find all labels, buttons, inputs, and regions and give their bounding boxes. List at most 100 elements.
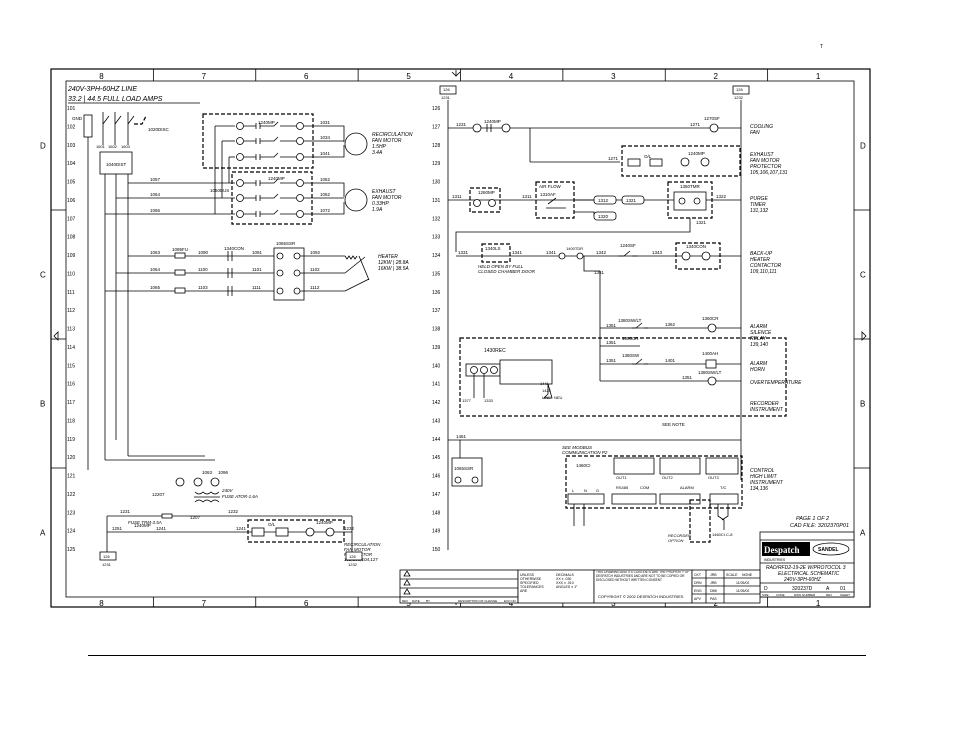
proprietary-notice: THIS DRAWING AND ITS CONTENTS ARE THE PR… <box>596 571 690 582</box>
right-rung-numbers: 1261271281291301311321331341351361371381… <box>432 106 441 553</box>
line-in-2: 1602 <box>108 144 118 149</box>
rung-number: 140 <box>432 363 441 369</box>
frame-col-label-bottom: 5 <box>406 599 411 608</box>
tb-sheet: 01 <box>840 586 846 592</box>
hlimit-g: G <box>596 488 599 493</box>
exhaust-wire-2: 1062 <box>320 192 331 197</box>
hlimit-label-3: INSTRUMENT <box>750 480 784 486</box>
rung-number: 108 <box>67 235 76 241</box>
hlimit-n: N <box>584 488 587 493</box>
purge-label-1: PURGE <box>750 196 768 202</box>
partner-logo <box>812 542 850 556</box>
recorder-wire-2: 1333 <box>484 398 494 403</box>
logo-brand: Despatch <box>764 545 800 555</box>
alarm-relay: 1360CR <box>702 316 719 321</box>
backup-label-3: CONTACTOR <box>750 263 782 269</box>
recorder-ref: 1430REC <box>484 348 506 354</box>
overtemp-lamp-icon <box>707 376 717 386</box>
alarm-contact2: 1380SW <box>622 353 640 358</box>
frame-col-label-bottom: 6 <box>304 599 309 608</box>
horn-label-2: HORN <box>750 367 765 373</box>
heater-circuit: 1063 1064 1065 1095FU 1090 1100 1103 134… <box>105 241 409 301</box>
hlimit-term-1: OUT1 <box>616 475 627 480</box>
recorder-line: LINE <box>542 395 551 400</box>
purge-wire-5: 1322 <box>716 194 727 199</box>
backup-contact: 1240SF <box>620 243 636 248</box>
notes-h4: TOLERANCES <box>520 585 544 589</box>
hlimit-com: COM <box>640 485 649 490</box>
purge-wire-3: 1320 <box>598 214 609 219</box>
center-arrow-top-icon <box>451 70 461 77</box>
hlimit-l: L <box>572 488 575 493</box>
recorder-label-2: INSTRUMENT <box>750 407 784 413</box>
door-note-2: CLOSED CHAMBER DOOR <box>478 269 536 274</box>
heater-load-1: 1092 <box>310 250 321 255</box>
alarm-wire-1b: 1351 <box>606 340 617 345</box>
recirc-wire-1: 1031 <box>320 120 331 125</box>
rung-number: 107 <box>67 216 76 222</box>
frame-col-label-top: 1 <box>816 72 821 81</box>
rung-number: 147 <box>432 492 441 498</box>
info-l4: APV <box>694 597 702 601</box>
alarm-horn-icon <box>705 359 717 369</box>
rung-number: 103 <box>67 143 76 149</box>
gnd-label: GND <box>72 116 83 121</box>
frame-row-label-right: C <box>860 271 866 280</box>
title-block: PAGE 1 OF 2 CAD FILE: 3202370P01 Despatc… <box>399 516 855 604</box>
xfmr-wire-2: 1096 <box>218 470 229 475</box>
page-of-label: PAGE 1 OF 2 <box>796 516 829 522</box>
heater-fuse-icon <box>174 252 186 259</box>
comm-label-2: COMMUNICATION P2 <box>562 450 608 455</box>
exhaust-prot-label-1: EXHAUST <box>750 152 775 158</box>
backup-wire-2b: 1341 <box>546 250 557 255</box>
door-note-1: HELD OPEN BY FULL <box>478 264 524 269</box>
feeder-wire-2: 1064 <box>150 192 161 197</box>
alarm-wire-3: 1401 <box>665 358 676 363</box>
rung-number: 113 <box>67 327 75 333</box>
info-v3: DBK <box>710 589 718 593</box>
frame-col-label-top: 6 <box>304 72 309 81</box>
purge-wire-4b: 1321 <box>696 220 707 225</box>
comm-label-1: SEE MODBUS <box>562 445 592 450</box>
heater-contactor-label: 1340CON <box>224 246 244 251</box>
exhaust-prot-label-4: 105,106,107,131 <box>750 170 788 176</box>
frame-col-label-top: 5 <box>406 72 411 81</box>
door-switch-label: 1340LS <box>485 246 501 251</box>
recorder-neu: NEU <box>554 395 563 400</box>
heater-label-1: HEATER <box>378 254 398 260</box>
rung-number: 119 <box>67 437 75 443</box>
exhaust-prot-box: O/L <box>644 154 652 159</box>
info-v1: JRB <box>710 573 717 577</box>
ll-wire-5: 1232 <box>228 509 239 514</box>
heater-out-2: 1101 <box>252 267 262 272</box>
horn-label-1: ALARM <box>749 361 768 367</box>
date-1: 11/05/02 <box>736 581 749 585</box>
hlimit-wire: 1461 <box>456 434 467 439</box>
heater-in-1: 1063 <box>150 250 161 255</box>
purge-label-3: 131,132 <box>750 208 768 214</box>
exhaust-label-1: EXHAUST <box>372 189 397 195</box>
disconnect-switch-icon <box>102 115 135 125</box>
date-2: 11/05/02 <box>736 589 749 593</box>
heater-load-2: 1102 <box>310 267 320 272</box>
purge-timer-label: 1350TMR <box>680 184 701 189</box>
rung-number: 137 <box>432 308 441 314</box>
rung-number: 134 <box>432 253 441 259</box>
power-line-2: 33.2 | 44.5 FULL LOAD AMPS <box>68 96 163 103</box>
tb-bl-rev: REV <box>826 593 832 597</box>
ll-term-right: 126 <box>349 554 356 559</box>
frame-col-label-top: 2 <box>713 72 718 81</box>
ll-term-left: 126 <box>103 554 110 559</box>
exhaust-prot-relay: 1240MP <box>688 151 705 156</box>
frame-col-label-bottom: 2 <box>713 599 718 608</box>
exhaust-label-2: FAN MOTOR <box>372 195 402 201</box>
heater-out-3: 1111 <box>252 285 262 290</box>
recorder-wire-1: 1377 <box>462 398 472 403</box>
rung-number: 122 <box>67 492 76 498</box>
ctl-term-left-wire: 1231 <box>441 95 451 100</box>
center-arrow-left-icon <box>53 331 59 341</box>
recirc-wire-2: 1034 <box>320 135 331 140</box>
xfmr-wire-1: 1063 <box>202 470 213 475</box>
logo-sub: INDUSTRIES <box>764 558 786 562</box>
